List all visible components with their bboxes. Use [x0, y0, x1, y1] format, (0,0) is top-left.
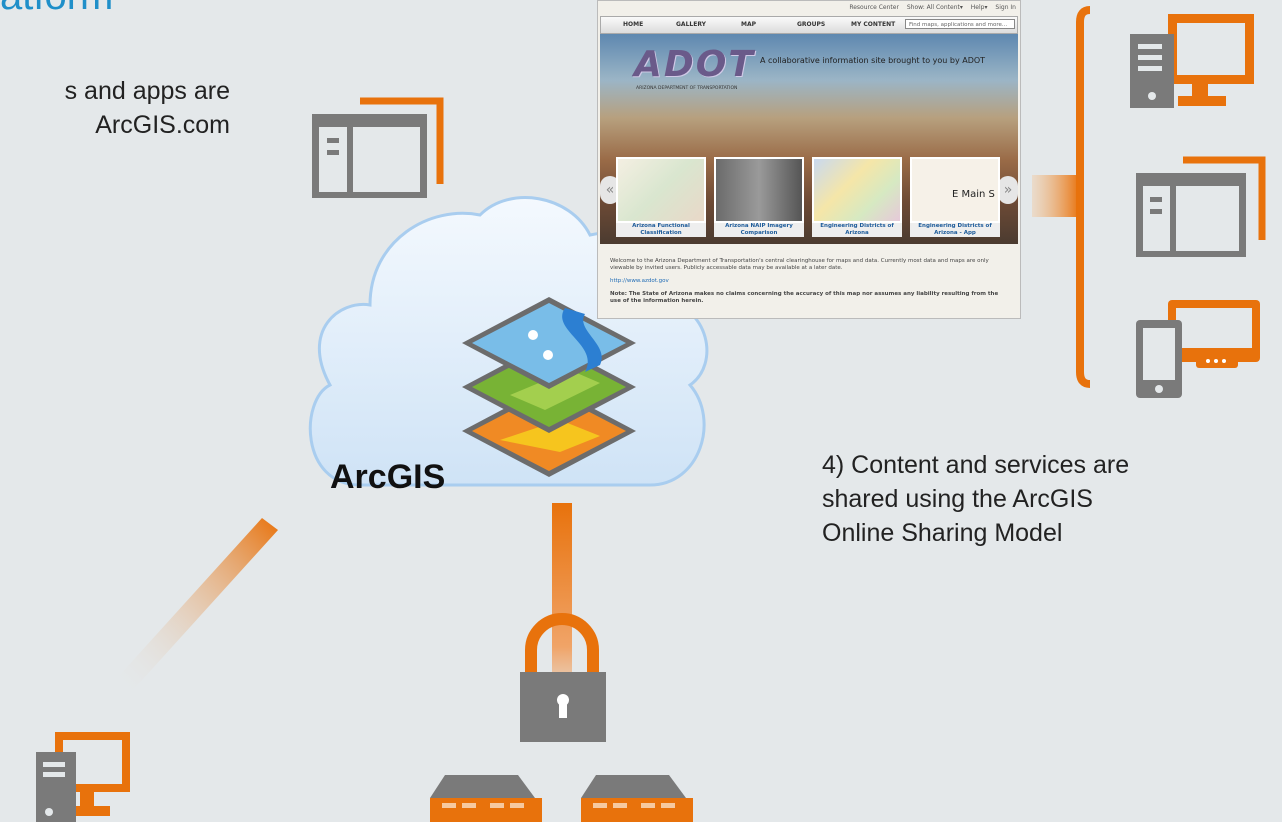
gallery-item-caption: Arizona NAIP Imagery Comparison — [714, 223, 804, 237]
resource-center-link[interactable]: Resource Center — [849, 4, 899, 11]
server-icon — [430, 775, 542, 822]
desktop-computer-icon — [1130, 14, 1254, 108]
step-note-sharing: 4) Content and services are shared using… — [822, 448, 1282, 550]
site-description: Welcome to the Arizona Department of Tra… — [610, 258, 1010, 311]
nav-map[interactable]: MAP — [741, 21, 757, 28]
adot-site-screenshot: Resource Center Show: All Content▾ Help▾… — [597, 0, 1021, 319]
gallery-item[interactable]: E Main S Engineering Districts of Arizon… — [910, 157, 1000, 237]
carousel-next-button[interactable]: » — [998, 176, 1018, 204]
site-search-input[interactable]: Find maps, applications and more... — [905, 19, 1015, 29]
adot-logo: ADOT — [634, 44, 755, 85]
connector-line — [1032, 175, 1080, 217]
gallery-item-caption: Engineering Districts of Arizona - App — [910, 223, 1000, 237]
gallery-item[interactable]: Engineering Districts of Arizona — [812, 157, 902, 237]
note-line: s and apps are — [64, 77, 230, 105]
app-window-icon — [1136, 156, 1266, 257]
site-hero-banner: ADOT ARIZONA DEPARTMENT OF TRANSPORTATIO… — [600, 34, 1018, 244]
nav-home[interactable]: HOME — [623, 21, 644, 28]
nav-my-content[interactable]: MY CONTENT — [851, 21, 896, 28]
site-top-links: Resource Center Show: All Content▾ Help▾… — [843, 4, 1016, 11]
note-line: Online Sharing Model — [822, 519, 1063, 547]
site-tagline: A collaborative information site brought… — [760, 56, 986, 65]
nav-gallery[interactable]: GALLERY — [676, 21, 706, 28]
help-dropdown[interactable]: Help▾ — [970, 4, 988, 11]
thumbnail-overlay-text: E Main S — [952, 189, 995, 200]
gallery-item-caption: Engineering Districts of Arizona — [812, 223, 902, 237]
gallery-item-caption: Arizona Functional Classification — [616, 223, 706, 237]
arcgis-label: ArcGIS — [330, 458, 446, 496]
adot-logo-subtitle: ARIZONA DEPARTMENT OF TRANSPORTATION — [636, 86, 738, 91]
note-line: 4) Content and services are — [822, 451, 1130, 479]
welcome-text: Welcome to the Arizona Department of Tra… — [610, 258, 989, 271]
sign-in-link[interactable]: Sign In — [995, 4, 1016, 11]
map-layers-icon — [462, 297, 636, 477]
nav-groups[interactable]: GROUPS — [797, 21, 826, 28]
disclaimer-text: Note: The State of Arizona makes no clai… — [610, 291, 999, 304]
bracket — [1076, 6, 1091, 388]
server-icon — [581, 775, 693, 822]
azdot-link[interactable]: http://www.azdot.gov — [610, 278, 669, 284]
thumbnail-image — [714, 157, 804, 223]
lock-icon — [520, 613, 606, 742]
app-window-icon — [312, 97, 444, 198]
gallery-carousel: Arizona Functional Classification Arizon… — [616, 157, 1006, 237]
mobile-devices-icon — [1136, 300, 1260, 398]
connector-line — [117, 518, 278, 690]
gallery-item[interactable]: Arizona Functional Classification — [616, 157, 706, 237]
note-line: shared using the ArcGIS — [822, 485, 1093, 513]
thumbnail-image: E Main S — [910, 157, 1000, 223]
thumbnail-image — [616, 157, 706, 223]
desktop-computer-icon — [36, 732, 130, 822]
site-nav-bar: HOME GALLERY MAP GROUPS MY CONTENT Find … — [600, 16, 1018, 34]
thumbnail-image — [812, 157, 902, 223]
carousel-prev-button[interactable]: « — [600, 176, 620, 204]
slide-title: atform — [0, 0, 113, 19]
step-note-apps: s and apps are ArcGIS.com — [0, 74, 230, 142]
show-content-dropdown[interactable]: Show: All Content▾ — [906, 4, 963, 11]
note-line: ArcGIS.com — [95, 111, 230, 139]
gallery-item[interactable]: Arizona NAIP Imagery Comparison — [714, 157, 804, 237]
